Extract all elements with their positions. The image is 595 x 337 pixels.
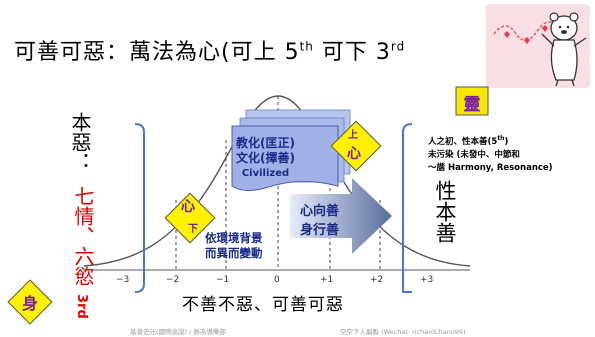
diamond-shen-label: 身: [21, 294, 38, 313]
tick-label: +1: [320, 275, 334, 285]
diamond-xin-xia-top: 心: [181, 199, 195, 215]
tick-label: −2: [166, 275, 180, 285]
tick-label: −1: [216, 275, 230, 285]
diamond-shang-xin-top: 上: [348, 130, 358, 141]
bottom-caption: 不善不惡、可善可惡: [182, 295, 344, 315]
diamond-shang-xin-bottom: 心: [347, 146, 361, 162]
page-title: 可善可惡：萬法為心(可上 5th 可下 3rd: [14, 39, 406, 65]
bear-heart-illustration: [486, 4, 590, 88]
note-line-3: ～諧 Harmony, Resonance): [428, 162, 553, 173]
right-bracket: [402, 123, 413, 293]
civilized-card: [231, 125, 339, 192]
right-vertical-text: 性本善: [433, 180, 457, 243]
left-bracket: [134, 123, 145, 293]
footer-right: 空空下人編製 (Wechat: richardchano99): [340, 328, 466, 336]
diamond-xin-xia-bottom: 下: [188, 224, 198, 235]
tick-label: −3: [116, 275, 130, 285]
civilized-card-text: 教化(匡正) 文化(擇善) Civilized: [236, 136, 295, 179]
ling-box: [455, 86, 489, 116]
left-vertical-3rd: 3rd: [74, 294, 89, 319]
note-line-2: 未污染 (未發中、中節和: [428, 149, 520, 160]
note-line-1: 人之初、性本善(5th): [428, 135, 509, 147]
left-vertical-heading: 本惡：: [68, 112, 92, 172]
arrow-text: 心向善 身行善: [300, 204, 340, 238]
footer-left: 基普史元(國際巡說) / 熱為導樂部: [130, 328, 226, 336]
rising-arrow: [290, 178, 392, 254]
tick-label: +3: [420, 275, 434, 285]
ling-label: 靈: [463, 95, 481, 115]
left-vertical-red: 七情、六慾: [71, 186, 95, 286]
note-human-nature: 人之初、性本善(5th) 未污染 (未發中、中節和 ～諧 Harmony, Re…: [428, 132, 553, 175]
tick-label: 0: [274, 275, 280, 285]
environment-note: 依環境背景 而異而變動: [205, 231, 263, 260]
tick-label: +2: [370, 275, 384, 285]
